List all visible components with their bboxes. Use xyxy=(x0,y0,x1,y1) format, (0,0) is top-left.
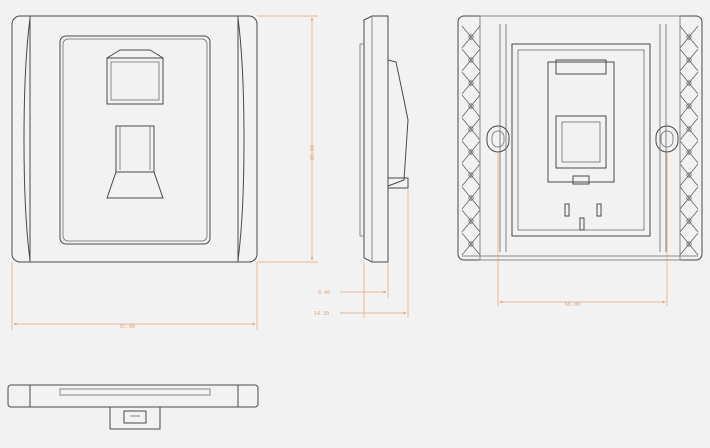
rear-rib xyxy=(679,48,699,72)
rear-rib-hole xyxy=(468,103,474,109)
bottom-tab xyxy=(123,410,147,424)
rear-rib-hole xyxy=(468,80,474,86)
rear-rib xyxy=(461,25,481,49)
rear-rib-hole xyxy=(468,57,474,63)
rear-rib-hole xyxy=(686,57,692,63)
rear-rib-hole xyxy=(468,172,474,178)
bottom-plate xyxy=(7,384,259,408)
front-view xyxy=(11,15,258,263)
rear-rib-hole xyxy=(686,103,692,109)
rear-mount-slot-right-inner xyxy=(660,130,674,148)
front-inner-plate xyxy=(29,15,239,263)
rear-rib xyxy=(461,140,481,164)
rear-rib xyxy=(679,71,699,95)
bottom-body xyxy=(109,406,161,430)
rear-rib-hole xyxy=(686,126,692,132)
rear-rib-hole xyxy=(468,218,474,224)
front-center-panel-inner xyxy=(62,38,208,242)
rear-rib-lattice xyxy=(461,24,699,256)
rear-module-body xyxy=(547,61,615,183)
bottom-view xyxy=(7,384,259,430)
rear-rib-hole xyxy=(686,241,692,247)
front-upper-shutter xyxy=(106,57,164,105)
rear-rib-hole xyxy=(468,149,474,155)
rj45-port-outline xyxy=(106,125,164,199)
front-dimensions xyxy=(11,15,318,330)
rear-rib xyxy=(461,163,481,187)
front-outer-frame xyxy=(11,15,258,263)
rear-rib-hole xyxy=(686,34,692,40)
rear-rib-hole xyxy=(686,149,692,155)
rear-module-port xyxy=(555,115,607,169)
front-width-label: 87.90 xyxy=(120,324,135,330)
rear-rib-hole xyxy=(686,172,692,178)
rear-rib xyxy=(461,186,481,210)
rear-module-clip xyxy=(555,59,607,75)
front-center-panel xyxy=(59,35,211,245)
rear-rib-hole xyxy=(468,34,474,40)
side-front-lip xyxy=(359,43,364,237)
rear-rib xyxy=(679,94,699,118)
rear-rib xyxy=(679,117,699,141)
rear-center-window xyxy=(511,43,651,237)
rear-view xyxy=(457,15,703,261)
rear-rib xyxy=(461,209,481,233)
side-body-profile xyxy=(387,59,409,187)
rear-rib-hole xyxy=(468,195,474,201)
rear-pin-left xyxy=(564,203,570,217)
rear-rib xyxy=(679,140,699,164)
rear-module-port-inner xyxy=(561,121,601,163)
rear-rib xyxy=(679,209,699,233)
rear-rib-hole xyxy=(468,241,474,247)
rear-pin-center xyxy=(579,217,585,231)
side-depth-total-label: 14.30 xyxy=(314,311,329,317)
rear-pin-right xyxy=(596,203,602,217)
rear-inner-frame xyxy=(479,15,681,261)
rear-rib xyxy=(461,94,481,118)
bottom-plate-recess xyxy=(59,388,211,396)
rear-mount-slot-left-inner xyxy=(491,130,505,148)
rear-rib xyxy=(461,48,481,72)
front-upper-shutter-inner xyxy=(110,61,160,101)
rear-rib-hole xyxy=(686,80,692,86)
rear-rib xyxy=(679,232,699,256)
side-dimensions xyxy=(340,188,409,318)
side-depth-small-label: 8.40 xyxy=(318,290,330,296)
rear-rib-hole xyxy=(468,126,474,132)
side-tab xyxy=(387,177,409,189)
front-height-label: 86.00 xyxy=(310,145,316,160)
rear-rib xyxy=(461,232,481,256)
rear-rib xyxy=(679,25,699,49)
rear-rib xyxy=(461,117,481,141)
rear-rib xyxy=(679,186,699,210)
rear-rib-hole xyxy=(686,195,692,201)
rear-dimensions xyxy=(497,152,668,306)
front-right-edge-curve xyxy=(237,17,245,261)
rear-module-latch xyxy=(572,175,590,185)
rear-rib xyxy=(679,163,699,187)
side-plate xyxy=(363,15,389,263)
rear-rib xyxy=(461,71,481,95)
rear-spacing-label: 60.00 xyxy=(565,302,580,308)
front-upper-shutter-top xyxy=(106,49,164,59)
rear-rib-hole xyxy=(686,218,692,224)
front-left-edge-curve xyxy=(23,17,31,261)
side-view xyxy=(359,15,409,263)
rear-center-window-inner xyxy=(517,49,645,231)
rear-mount-slot-right xyxy=(655,125,679,153)
